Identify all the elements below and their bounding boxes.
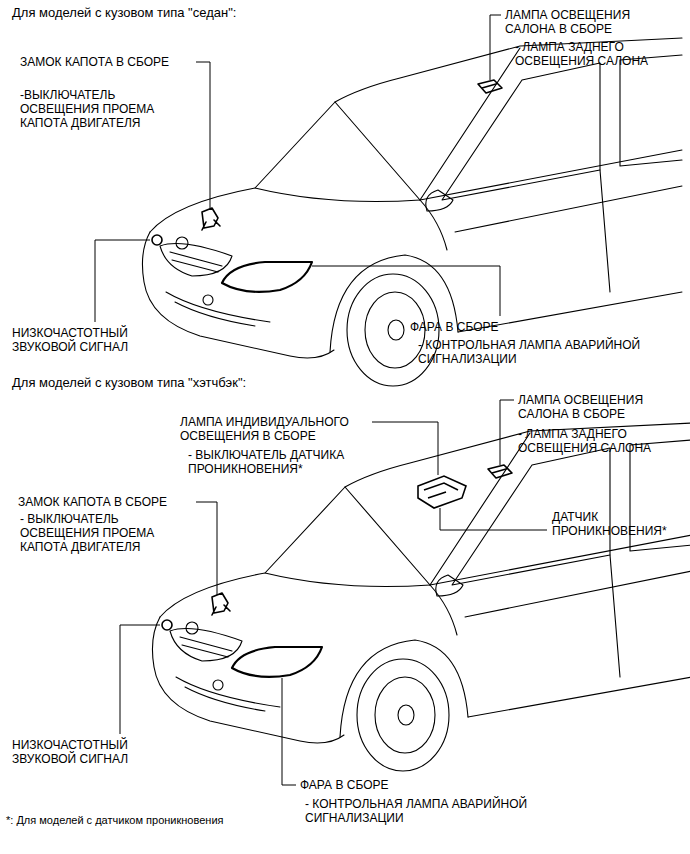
leader-lines xyxy=(95,15,547,785)
hatchback-drawing xyxy=(152,423,690,771)
part-sublabel: - ВЫКЛЮЧАТЕЛЬ ОСВЕЩЕНИЯ ПРОЕМА КАПОТА ДВ… xyxy=(20,512,170,554)
part-sublabel: - КОНТРОЛЬНАЯ ЛАМПА АВАРИЙНОЙ СИГНАЛИЗАЦ… xyxy=(305,797,580,825)
part-label: ЗАМОК КАПОТА В СБОРЕ xyxy=(20,55,169,69)
part-sublabel: - ВЫКЛЮЧАТЕЛЬ ДАТЧИКА ПРОНИКНОВЕНИЯ* xyxy=(188,448,378,476)
part-sublabel: -ВЫКЛЮЧАТЕЛЬ ОСВЕЩЕНИЯ ПРОЕМА КАПОТА ДВИ… xyxy=(20,88,170,130)
section-heading: Для моделей с кузовом типа "хэтчбэк": xyxy=(12,375,246,390)
part-label: ЛАМПА ОСВЕЩЕНИЯ САЛОНА В СБОРЕ xyxy=(505,8,655,36)
part-label: ЛАМПА ОСВЕЩЕНИЯ САЛОНА В СБОРЕ xyxy=(518,393,668,421)
personal-lamp xyxy=(418,476,466,508)
part-sublabel: - ЛАМПА ЗАДНЕГО ОСВЕЩЕНИЯ САЛОНА xyxy=(515,40,665,68)
part-label: ДАТЧИК ПРОНИКНОВЕНИЯ* xyxy=(552,510,682,538)
footnote: *: Для моделей с датчиком проникновения xyxy=(6,814,224,827)
part-label: ЗАМОК КАПОТА В СБОРЕ xyxy=(18,495,167,509)
part-label: ЛАМПА ИНДИВИДУАЛЬНОГО ОСВЕЩЕНИЯ В СБОРЕ xyxy=(180,415,368,443)
part-label: НИЗКОЧАСТОТНЫЙ ЗВУКОВОЙ СИГНАЛ xyxy=(12,326,162,354)
part-sublabel: - КОНТРОЛЬНАЯ ЛАМПА АВАРИЙНОЙ СИГНАЛИЗАЦ… xyxy=(418,338,683,366)
section-heading: Для моделей с кузовом типа "седан": xyxy=(12,5,236,20)
part-sublabel: - ЛАМПА ЗАДНЕГО ОСВЕЩЕНИЯ САЛОНА xyxy=(518,427,668,455)
part-label: НИЗКОЧАСТОТНЫЙ ЗВУКОВОЙ СИГНАЛ xyxy=(12,738,162,766)
part-label: ФАРА В СБОРЕ xyxy=(300,778,389,792)
part-label: ФАРА В СБОРЕ xyxy=(410,320,499,334)
sedan-drawing xyxy=(142,38,682,386)
